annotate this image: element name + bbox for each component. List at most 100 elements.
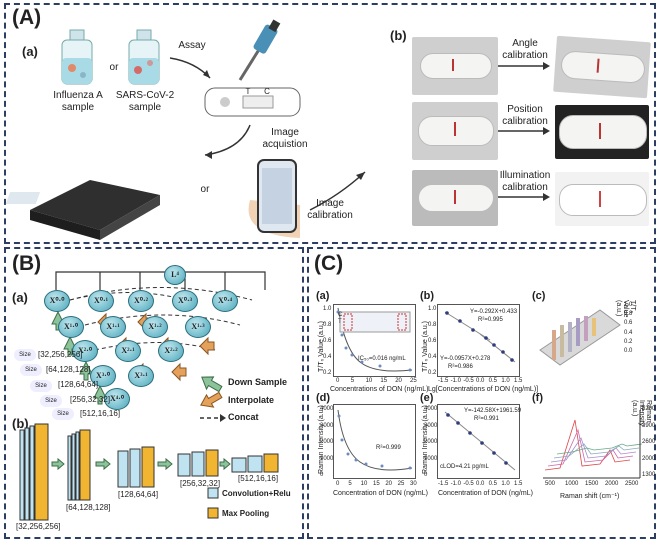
tick-label: 20: [395, 378, 402, 384]
tick-label: -1.0: [450, 378, 461, 384]
dim-b-5: [512,16,16]: [238, 474, 279, 483]
chart-b-xlabel: Lg[Concentrations of DON (ng/mL)]: [428, 386, 539, 393]
tick-label: 1500: [585, 481, 599, 487]
or1-label: or: [109, 62, 119, 73]
sub-c-e: (e): [420, 392, 434, 404]
panel-b: [4, 247, 304, 539]
tick-label: 10: [360, 481, 368, 487]
unet-node: X³·⁰: [90, 365, 116, 387]
dim-b-4: [256,32,32]: [180, 479, 221, 488]
chart-b-eq2: Y=-0.0957X+0.278: [440, 356, 491, 362]
tick-label: 0.2: [428, 370, 437, 376]
tick-label: 0.4: [428, 354, 437, 360]
unet-node: X²·¹: [115, 340, 141, 362]
unet-node: X⁰·¹: [88, 290, 114, 312]
size-badge-3: Size: [30, 380, 52, 392]
sub-c-b: (b): [420, 290, 435, 302]
unet-node: X²·²: [158, 340, 184, 362]
tick-label: 1000: [320, 455, 334, 462]
chart-a-ylabel: T/T₀ Value (a.u.): [318, 320, 325, 372]
tick-label: 0.5: [488, 481, 497, 487]
tick-label: 0.6: [323, 338, 332, 344]
chart-e-eq: Y=-142.58X+1961.59: [464, 408, 522, 414]
size-badge-1: Size: [14, 349, 36, 361]
chart-f-spectra: [544, 419, 643, 471]
position-calibrated-photo: [555, 105, 649, 159]
dim-b-1: [32,256,256]: [16, 522, 61, 531]
panel-c-tag: (C): [314, 252, 344, 275]
dim-a-label: [128,64,64]: [58, 380, 99, 389]
illum-calibrated-photo: [555, 172, 649, 226]
unet-node: X⁰·⁰: [44, 290, 70, 312]
tick-label: 2000: [320, 439, 334, 445]
image-cal-label: Image calibration: [307, 198, 353, 221]
panel-b-tag: (B): [12, 252, 42, 275]
tick-label: 2000: [605, 481, 619, 487]
panel-a: [4, 3, 656, 244]
tick-label: 1.0: [501, 481, 510, 487]
tick-label: 0: [336, 481, 340, 487]
tick-label: 2000: [642, 455, 656, 462]
tick-label: 1000: [424, 455, 438, 462]
chart-b-r1: R²=0.995: [478, 317, 503, 323]
raw-strip-photo-3: [412, 170, 498, 226]
tick-label: 0.8: [624, 311, 633, 318]
unet-node: X¹·³: [185, 316, 211, 338]
chart-e-lod: cLOD=4.21 pg/mL: [440, 464, 489, 470]
size-badge-5: Size: [52, 408, 74, 420]
tick-label: 1.5: [514, 481, 523, 487]
tick-label: 4000: [424, 406, 438, 412]
chart-b-r2: R²=0.986: [448, 364, 473, 370]
chart-a-xlabel: Concentrations of DON (ng/mL): [330, 386, 429, 393]
smartphone-icon: [248, 159, 300, 238]
tick-label: 1.0: [323, 306, 332, 312]
tick-label: 10: [365, 378, 373, 384]
dim-a-label: [64,128,128]: [46, 365, 91, 374]
sub-c-c: (c): [532, 290, 546, 302]
chart-d-frame: [333, 404, 416, 479]
chart-c-3d-bars: [539, 309, 621, 366]
tick-label: 0.0: [624, 348, 633, 354]
panel-a-sub-a: (a): [22, 44, 38, 59]
tick-label: 0: [424, 472, 428, 478]
chart-e-xlabel: Concentration of DON (ng/mL): [438, 490, 533, 497]
tick-label: 0.0: [476, 378, 485, 384]
unet-node: X⁰·³: [172, 290, 198, 312]
chart-f-xlabel: Raman shift (cm⁻¹): [560, 493, 620, 500]
tick-label: 15: [380, 378, 388, 384]
tick-label: 3000: [320, 422, 334, 429]
tick-label: 2500: [625, 481, 639, 487]
sub-c-d: (d): [316, 392, 331, 404]
tick-label: -1.5: [438, 481, 449, 487]
unet-node: X¹·¹: [100, 316, 126, 338]
tick-label: 0.2: [624, 338, 633, 345]
tick-label: 5200: [642, 406, 656, 412]
or2-label: or: [200, 184, 210, 195]
chart-e-r: R²=0.991: [474, 416, 499, 422]
tick-label: 25: [397, 481, 405, 487]
tick-label: 5: [348, 481, 352, 487]
dim-a-label: [256,32,32]: [70, 395, 111, 404]
tick-label: 25: [410, 378, 417, 384]
unet-node: X¹·²: [142, 316, 168, 338]
panel-c: [307, 247, 656, 539]
legend-pool: Max Pooling: [222, 509, 270, 518]
tick-label: -0.5: [463, 481, 474, 487]
unet-node: X³·¹: [128, 365, 154, 387]
tick-label: 20: [385, 481, 393, 487]
panel-b-sub-b: (b): [12, 416, 29, 431]
strip-c-label: C: [264, 87, 270, 96]
unet-node: X⁰·⁴: [212, 290, 238, 312]
tick-label: 0.6: [624, 320, 633, 327]
tick-label: 3900: [642, 422, 656, 429]
legend-interpolate: Interpolate: [228, 395, 275, 405]
tick-label: 0: [336, 378, 340, 384]
unet-node: X⁰·²: [128, 290, 154, 312]
unet-node: X²·⁰: [72, 340, 98, 362]
angle-label: Angle calibration: [502, 38, 548, 61]
sub-c-f: (f): [532, 392, 543, 404]
sample2-label: SARS-CoV-2 sample: [115, 90, 175, 113]
